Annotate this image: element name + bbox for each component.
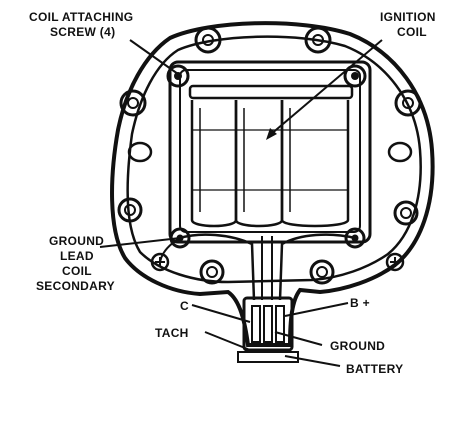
label-c: C (180, 299, 189, 313)
leader-b-plus (284, 302, 349, 317)
wire-harness-mid (261, 236, 273, 300)
leader-coil-screw (129, 39, 179, 75)
label-ground-line1: GROUND (49, 234, 104, 248)
connector-block (237, 296, 299, 363)
leader-ignition-coil (269, 39, 383, 136)
leader-tach (204, 331, 251, 351)
label-tach: TACH (155, 326, 189, 340)
cap-outer-outline (110, 21, 435, 347)
label-coil-screw-line1: COIL ATTACHING (29, 10, 133, 24)
bolt-boss (119, 89, 147, 117)
arrow-ignition-coil (266, 128, 277, 140)
leader-c (191, 304, 251, 323)
label-battery: BATTERY (346, 362, 403, 376)
coil-top-band (188, 84, 354, 100)
coil-frame (168, 60, 372, 244)
leader-battery (284, 355, 341, 367)
bolt-boss (199, 259, 225, 285)
cap-vent-right (387, 141, 413, 163)
label-ground-line4: SECONDARY (36, 279, 115, 293)
leader-lines (99, 39, 383, 367)
coil-frame-inner (179, 69, 361, 233)
leader-ground-lead (99, 237, 181, 248)
bolt-boss (394, 89, 422, 117)
bolt-boss (304, 26, 332, 54)
bolt-boss (117, 197, 143, 223)
label-ground: GROUND (330, 339, 385, 353)
label-ground-line3: COIL (62, 264, 92, 278)
wire-harness-right (278, 233, 356, 301)
leader-ground (274, 331, 323, 346)
label-ignition-line2: COIL (397, 25, 427, 39)
bolt-boss (194, 26, 222, 54)
wire-harness-left (179, 233, 256, 301)
cross-screw-right (385, 252, 405, 272)
bolt-boss (343, 64, 367, 88)
cap-vent-left (127, 141, 153, 163)
bolt-boss (393, 200, 419, 226)
label-ignition-line1: IGNITION (380, 10, 436, 24)
bolt-boss (309, 259, 335, 285)
bolt-bosses (117, 26, 422, 285)
label-b-plus: B + (350, 296, 370, 310)
ignition-coil-body (190, 100, 350, 228)
label-ground-line2: LEAD (60, 249, 94, 263)
ground-lead-wire (159, 237, 181, 263)
label-coil-screw-line2: SCREW (4) (50, 25, 115, 39)
